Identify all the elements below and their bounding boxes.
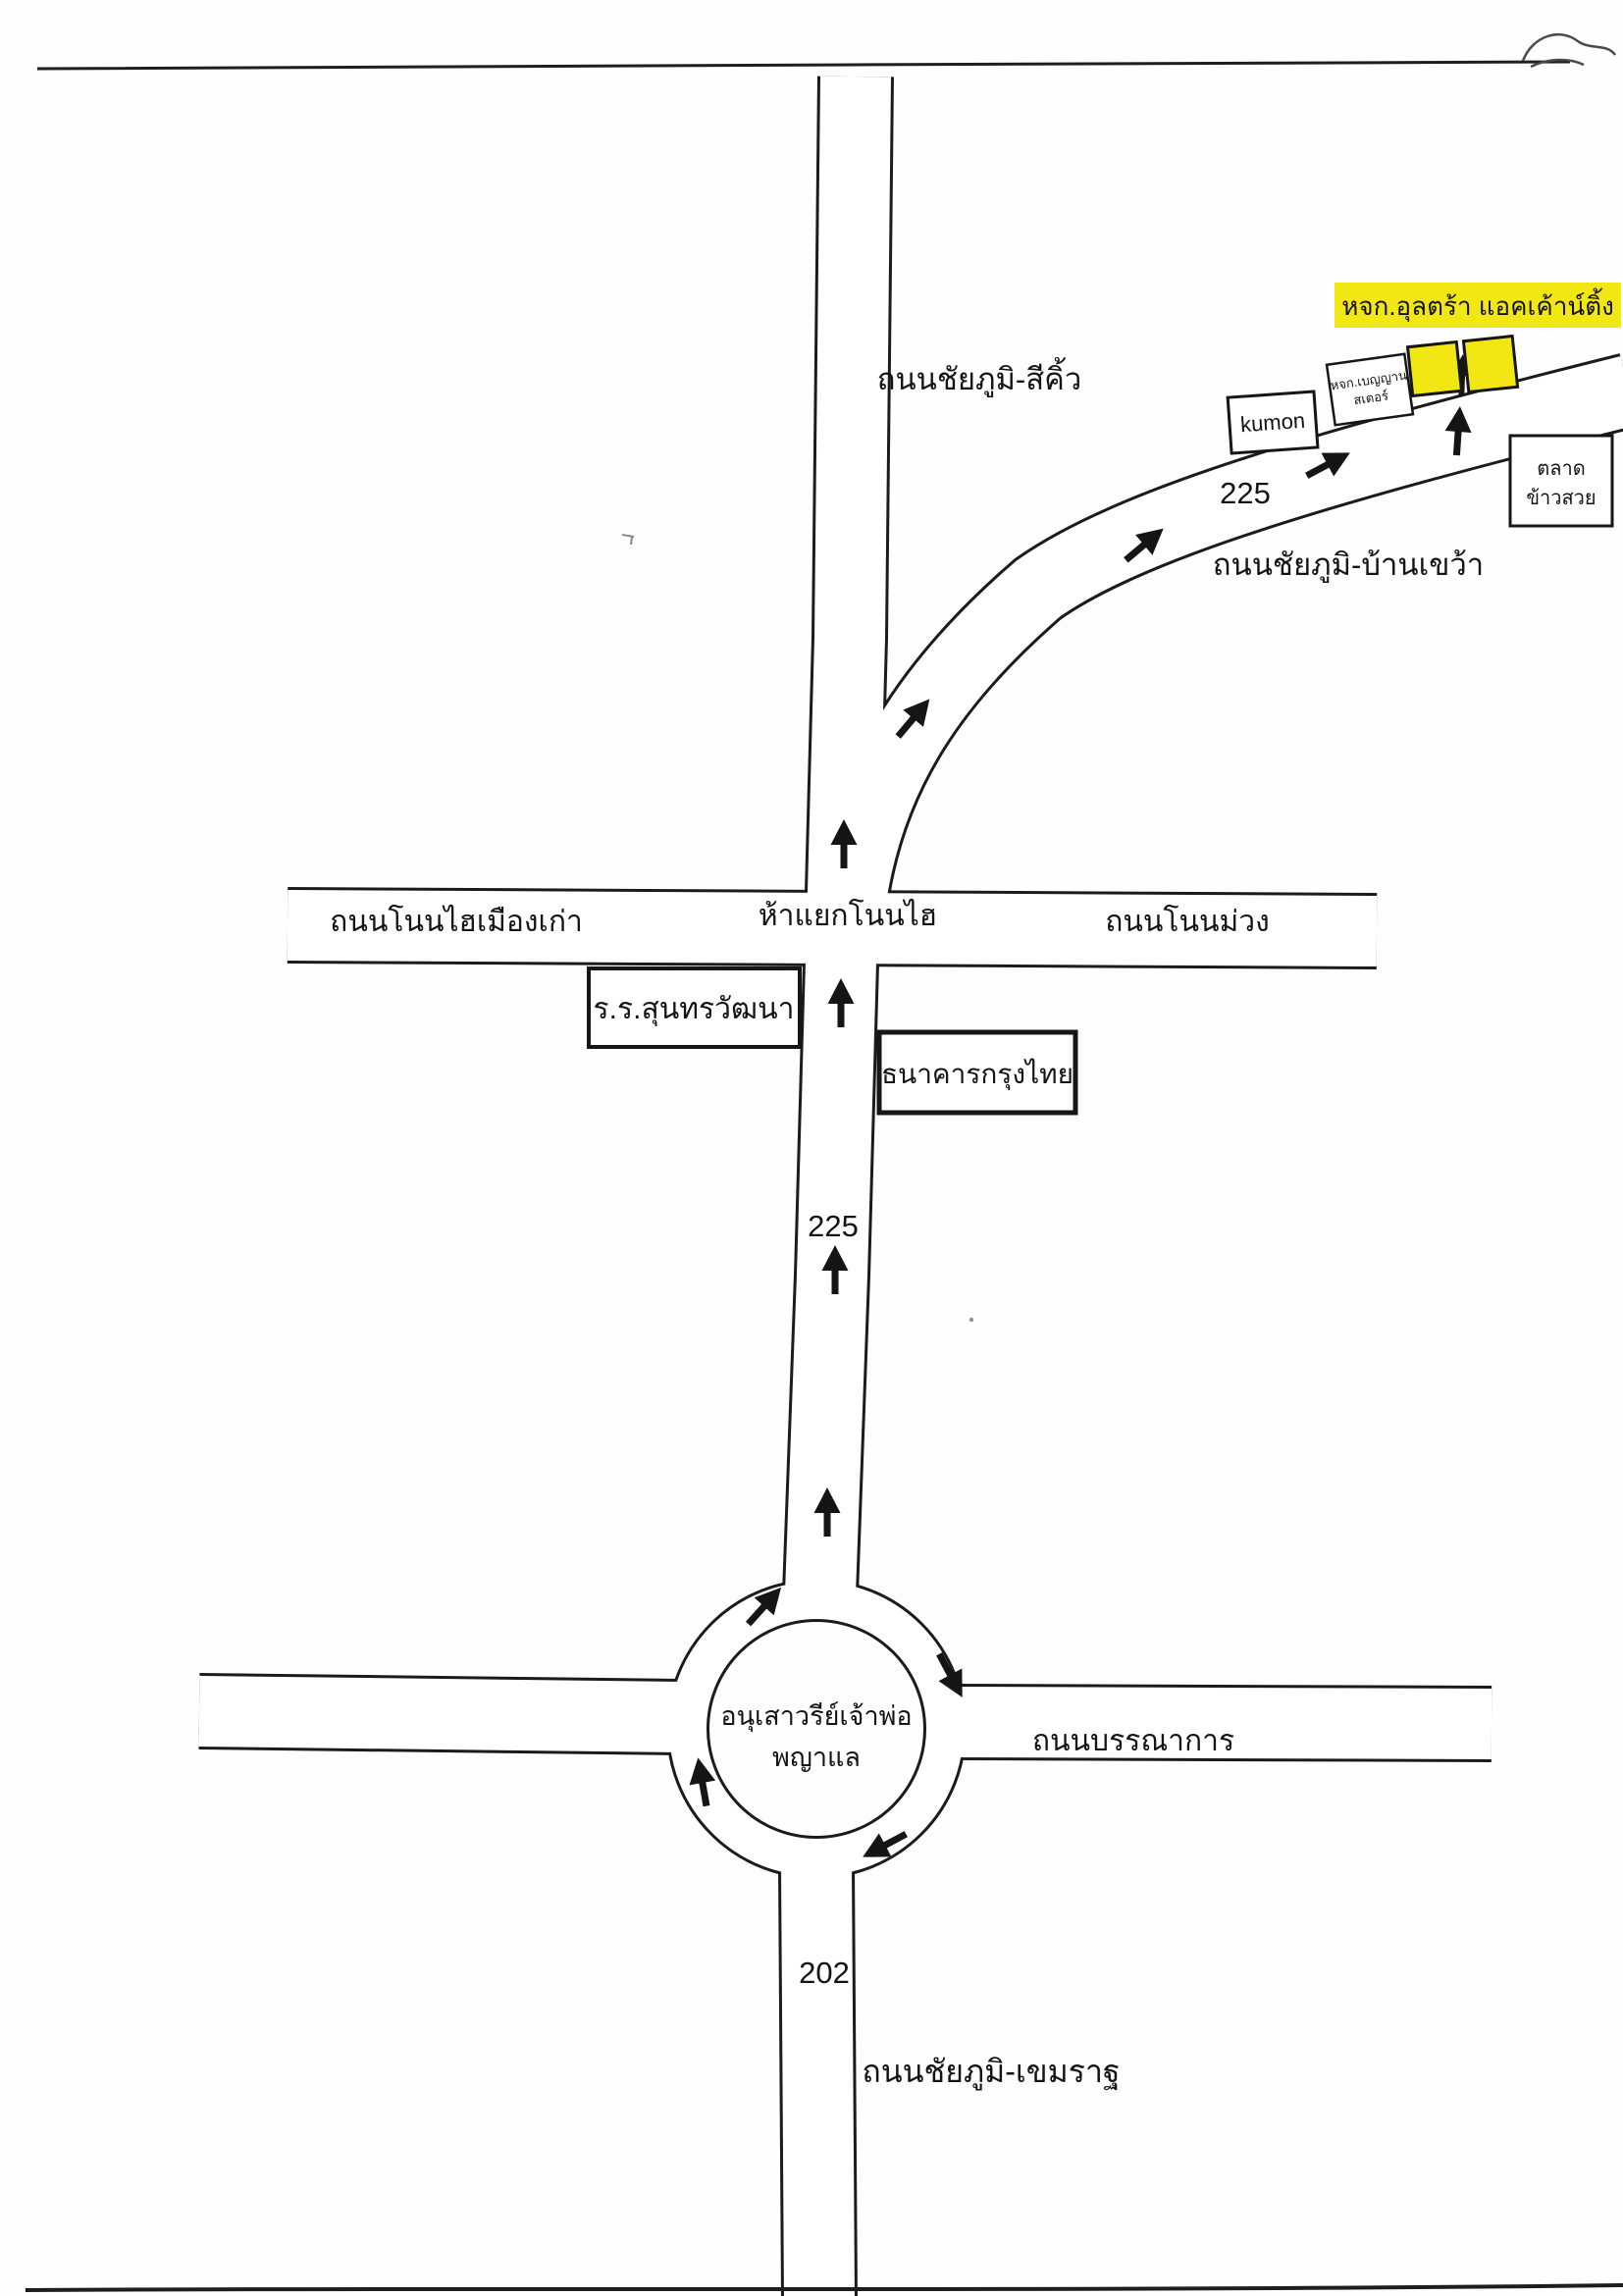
small-shop-label-line2: สเตอร์ [1353, 389, 1389, 408]
market-label-line1: ตลาด [1537, 458, 1585, 480]
market-label-line2: ข้าวสวย [1526, 488, 1596, 509]
label-road-bannakan: ถนนบรรณาการ [1032, 1725, 1234, 1757]
road-202-vertical-surface [781, 1865, 855, 2296]
destination-building-right [1461, 334, 1520, 394]
bank-label: ธนาคารกรุงไทย [881, 1059, 1073, 1091]
label-road-sikhio: ถนนชัยภูมิ-สีคิ้ว [877, 357, 1082, 397]
scan-speck-2 [969, 1317, 974, 1323]
label-road-khemarat: ถนนชัยภูมิ-เขมราฐ [862, 2054, 1120, 2091]
kumon-box-border [1226, 390, 1320, 455]
scan-top-edge-line [36, 60, 1571, 71]
roundabout-ring-surface [669, 1582, 964, 1876]
road-bannakan-right-surface [951, 1687, 1492, 1759]
label-monument-line2: พญาแล [772, 1743, 861, 1772]
market-box-border [1508, 434, 1614, 528]
company-label: หจก.อุลตร้า แอคเค้าน์ติ้ง [1341, 287, 1614, 322]
company-highlight-bar [1335, 283, 1621, 328]
pen-scribble-mark [1521, 32, 1617, 69]
scan-artifacts [25, 32, 1623, 2292]
kumon-label: kumon [1239, 408, 1306, 438]
bank-box-border [876, 1029, 1078, 1116]
road-bannakan-left-surface [198, 1676, 682, 1752]
scan-bottom-edge-line [25, 2283, 1623, 2292]
label-route-225-curve: 225 [1220, 476, 1271, 510]
label-road-nonhai-muangkao: ถนนโนนไฮเมืองเก่า [330, 904, 583, 938]
road-bankhwao-curve-surface [814, 356, 1623, 913]
school-label: ร.ร.สุนทรวัฒนา [594, 993, 795, 1027]
label-road-nonmuang: ถนนโนนม่วง [1105, 904, 1270, 938]
bank-box: ธนาคารกรุงไทย [876, 1029, 1078, 1116]
school-box: ร.ร.สุนทรวัฒนา [587, 966, 802, 1049]
kumon-box: kumon [1226, 390, 1320, 455]
destination-building-left [1405, 339, 1464, 398]
label-route-225-main: 225 [808, 1209, 859, 1243]
road-nonhai-horizontal-surface [287, 890, 1378, 966]
road-surfaces [198, 76, 1623, 2296]
scan-speck-1 [621, 534, 635, 546]
label-junction-nonhai: ห้าแยกโนนไฮ [759, 898, 937, 932]
map-labels: ถนนชัยภูมิ-สีคิ้ว 225 ถนนชัยภูมิ-บ้านเขว… [330, 357, 1484, 2091]
company-highlight: หจก.อุลตร้า แอคเค้าน์ติ้ง [1335, 283, 1621, 328]
market-box: ตลาด ข้าวสวย [1508, 434, 1614, 528]
destination-buildings [1405, 334, 1520, 398]
small-shop-border [1325, 352, 1415, 427]
label-route-202: 202 [799, 1956, 850, 1990]
school-box-border [587, 966, 802, 1049]
small-shop-box: หจก.เบญญาน สเตอร์ [1325, 352, 1415, 427]
label-monument-line1: อนุเสาวรีย์เจ้าพ่อ [720, 1700, 912, 1733]
label-road-bankhwao: ถนนชัยภูมิ-บ้านเขว้า [1213, 548, 1484, 583]
